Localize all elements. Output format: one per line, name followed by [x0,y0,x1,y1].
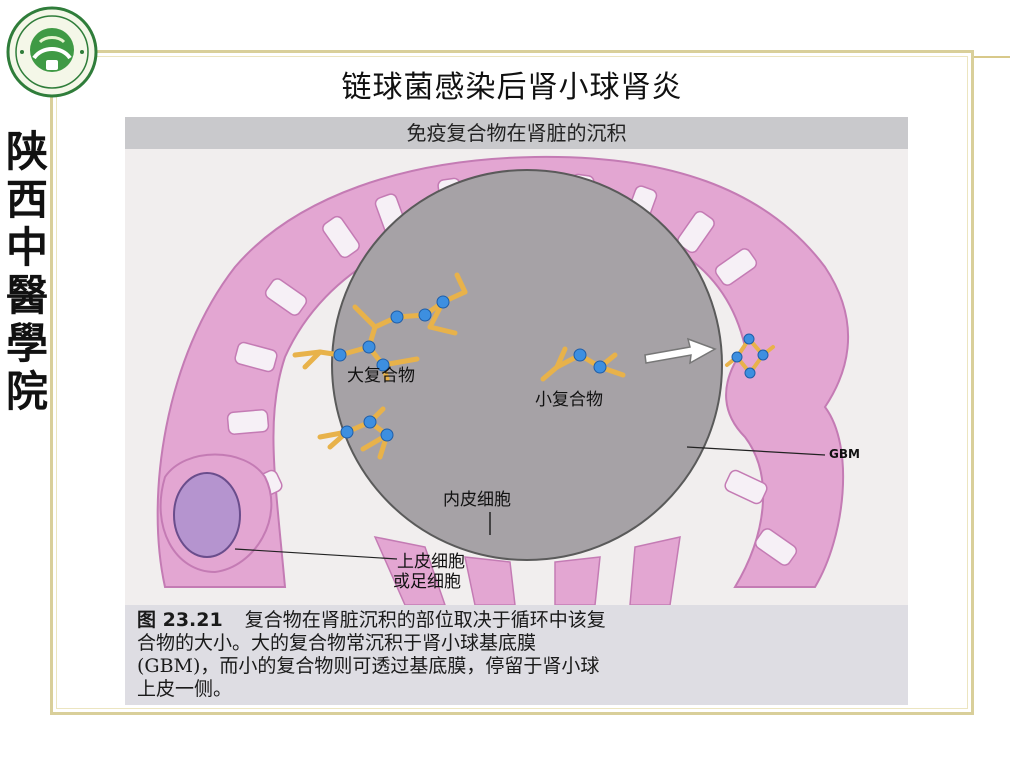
side-char: 中 [5,223,48,272]
label-epithelial-cell-1: 上皮细胞 [397,552,465,572]
immune-complex-figure: 免疫复合物在肾脏的沉积 [125,117,908,705]
label-epithelial-cell-2: 或足细胞 [393,572,461,592]
school-name-vertical: 陕 西 中 醫 學 院 [2,128,52,416]
label-large-complex: 大复合物 [347,366,415,386]
small-complex-in-membrane [725,333,775,379]
side-char: 院 [5,367,48,416]
side-char: 學 [5,319,48,368]
epithelial-cell-nucleus [173,472,241,558]
capillary-lumen-disc [331,169,723,561]
label-gbm: GBM [829,447,860,461]
lower-foot-processes [373,535,681,605]
side-char: 陕 [5,127,48,176]
migration-arrow [644,337,717,365]
glomerulus-diagram [156,155,849,605]
caption-line: 上皮一侧。 [137,678,233,700]
label-small-complex: 小复合物 [535,390,603,410]
slide-title: 链球菌感染后肾小球肾炎 [341,70,683,105]
figure-header: 免疫复合物在肾脏的沉积 [125,117,908,149]
caption-line: 合物的大小。大的复合物常沉积于肾小球基底膜 [137,632,537,654]
side-char: 醫 [5,271,48,320]
label-endothelial-cell: 内皮细胞 [443,490,511,510]
slide-frame-inner [56,56,968,709]
antigen-dots [333,295,607,442]
side-char: 西 [5,175,48,224]
figure-number: 图 23.21 [137,609,223,631]
school-logo-icon [6,6,98,98]
caption-line: (GBM)，而小的复合物则可透过基底膜，停留于肾小球 [137,655,600,677]
